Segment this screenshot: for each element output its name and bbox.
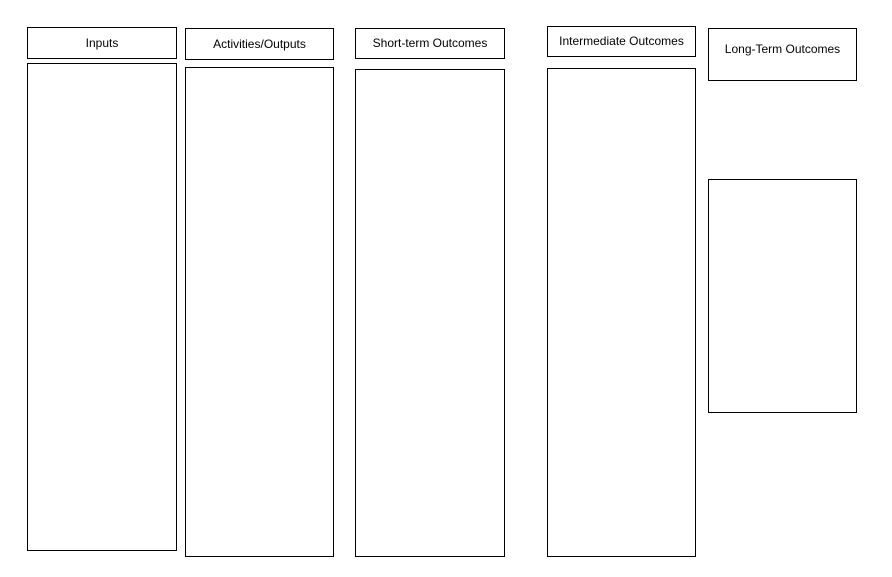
column-header-label: Long-Term Outcomes	[724, 42, 841, 56]
column-body-inputs[interactable]	[27, 63, 177, 551]
column-header-inputs[interactable]: Inputs	[27, 27, 177, 59]
column-body-short-term-outcomes[interactable]	[355, 69, 505, 557]
column-body-intermediate-outcomes[interactable]	[547, 68, 696, 557]
column-header-label: Activities/Outputs	[213, 36, 306, 51]
column-header-intermediate-outcomes[interactable]: Intermediate Outcomes	[547, 26, 696, 57]
column-header-label: Intermediate Outcomes	[559, 34, 684, 49]
column-header-label: Inputs	[85, 35, 119, 50]
column-body-long-term-outcomes[interactable]	[708, 179, 857, 413]
column-header-long-term-outcomes[interactable]: Long-Term Outcomes	[708, 28, 857, 81]
column-body-activities-outputs[interactable]	[185, 67, 334, 557]
column-header-short-term-outcomes[interactable]: Short-term Outcomes	[355, 28, 505, 59]
column-header-label: Short-term Outcomes	[372, 36, 488, 51]
column-header-activities-outputs[interactable]: Activities/Outputs	[185, 28, 334, 60]
